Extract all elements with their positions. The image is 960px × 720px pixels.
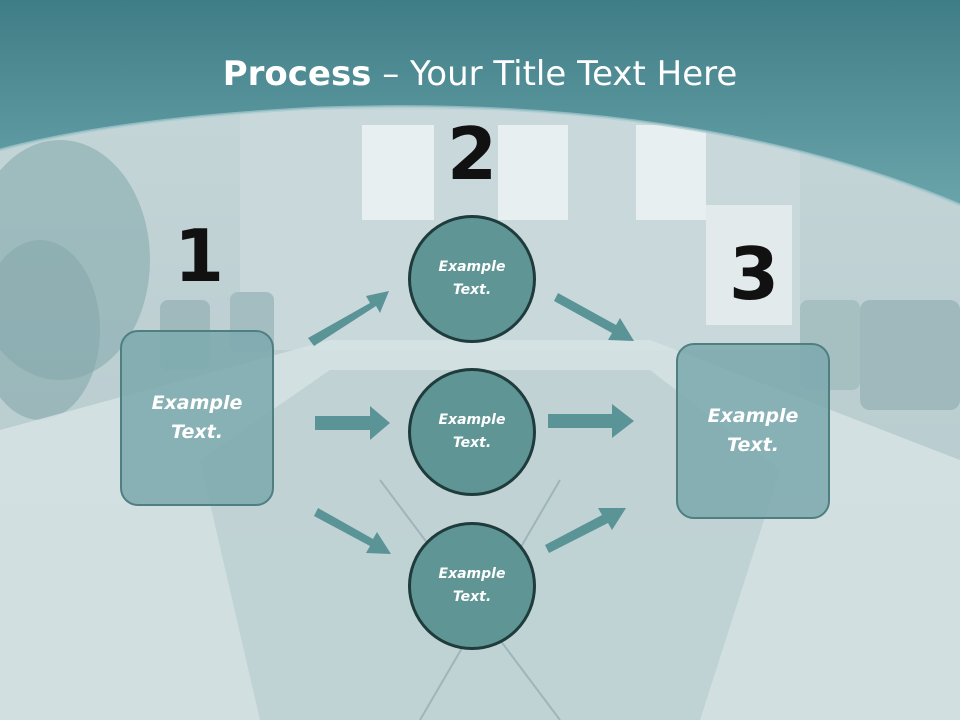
arrow-1-to-bottom [314,508,391,554]
step-2-circle-middle: Example Text. [408,368,536,496]
step-1-box: Example Text. [120,330,274,506]
slide-title: Process – Your Title Text Here [0,52,960,96]
title-bold: Process [222,54,372,94]
circle-middle-text: Example Text. [438,412,506,451]
arrow-middle-to-3 [548,404,634,438]
step-2-circle-bottom: Example Text. [408,522,536,650]
step-1-text: Example Text. [151,392,243,443]
step-number-1: 1 [173,214,225,298]
circle-top-text: Example Text. [438,259,506,298]
title-rest: – Your Title Text Here [371,54,738,94]
step-number-3: 3 [728,232,780,316]
circle-bottom-text: Example Text. [438,566,506,605]
step-3-text: Example Text. [707,405,799,456]
arrow-bottom-to-3 [545,508,626,553]
arrow-top-to-3 [554,293,634,341]
arrow-1-to-top [308,291,389,346]
step-2-circle-top: Example Text. [408,215,536,343]
step-3-box: Example Text. [676,343,830,519]
step-number-2: 2 [446,112,498,196]
arrow-1-to-middle [315,406,390,440]
